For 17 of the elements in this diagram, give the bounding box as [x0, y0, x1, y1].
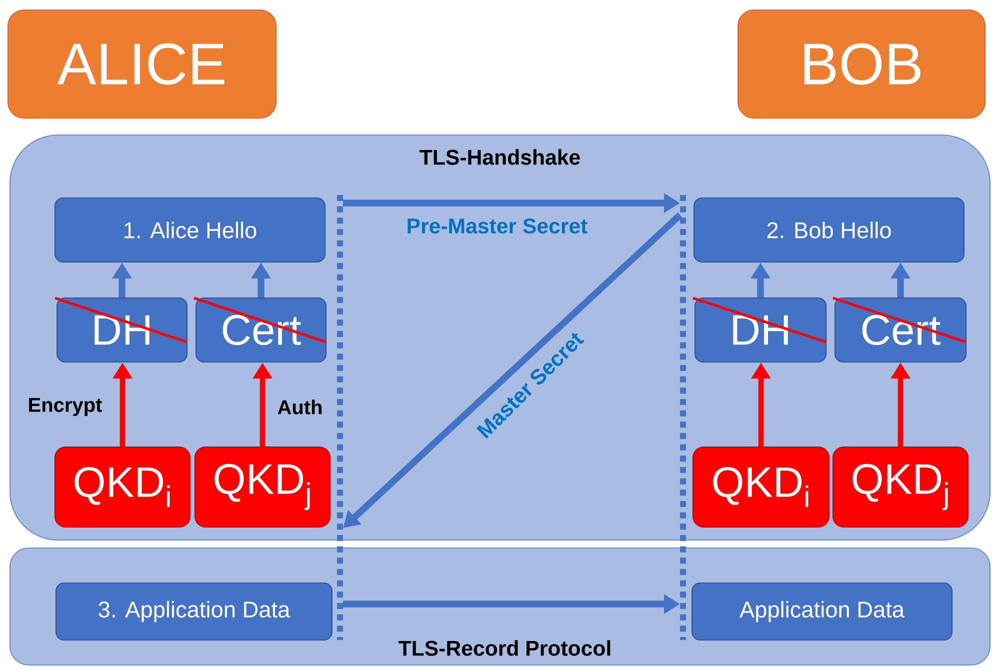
message-box: 1. Alice Hello	[54, 197, 326, 263]
qkd-box: QKD$_{i}$	[692, 446, 830, 528]
qkd-box: QKD$_{i}$	[54, 446, 191, 528]
message-box: 2. Bob Hello	[693, 197, 965, 263]
actor-box: BOB	[737, 9, 986, 119]
message-box: 3. Application Data	[55, 582, 333, 641]
separator-line	[337, 195, 343, 640]
edge-label: Encrypt	[29, 398, 102, 416]
separator-line	[680, 195, 686, 640]
qkd-box: QKD$_{j}$	[832, 446, 969, 528]
qkd-box: QKD$_{j}$	[194, 446, 331, 528]
edge-label: Auth	[278, 400, 322, 414]
edge-label: Pre-Master Secret	[408, 218, 588, 234]
method-box: Cert	[834, 297, 967, 363]
message-box: Application Data	[691, 582, 953, 641]
method-box: Cert	[195, 297, 327, 363]
actor-box: ALICE	[7, 9, 277, 119]
